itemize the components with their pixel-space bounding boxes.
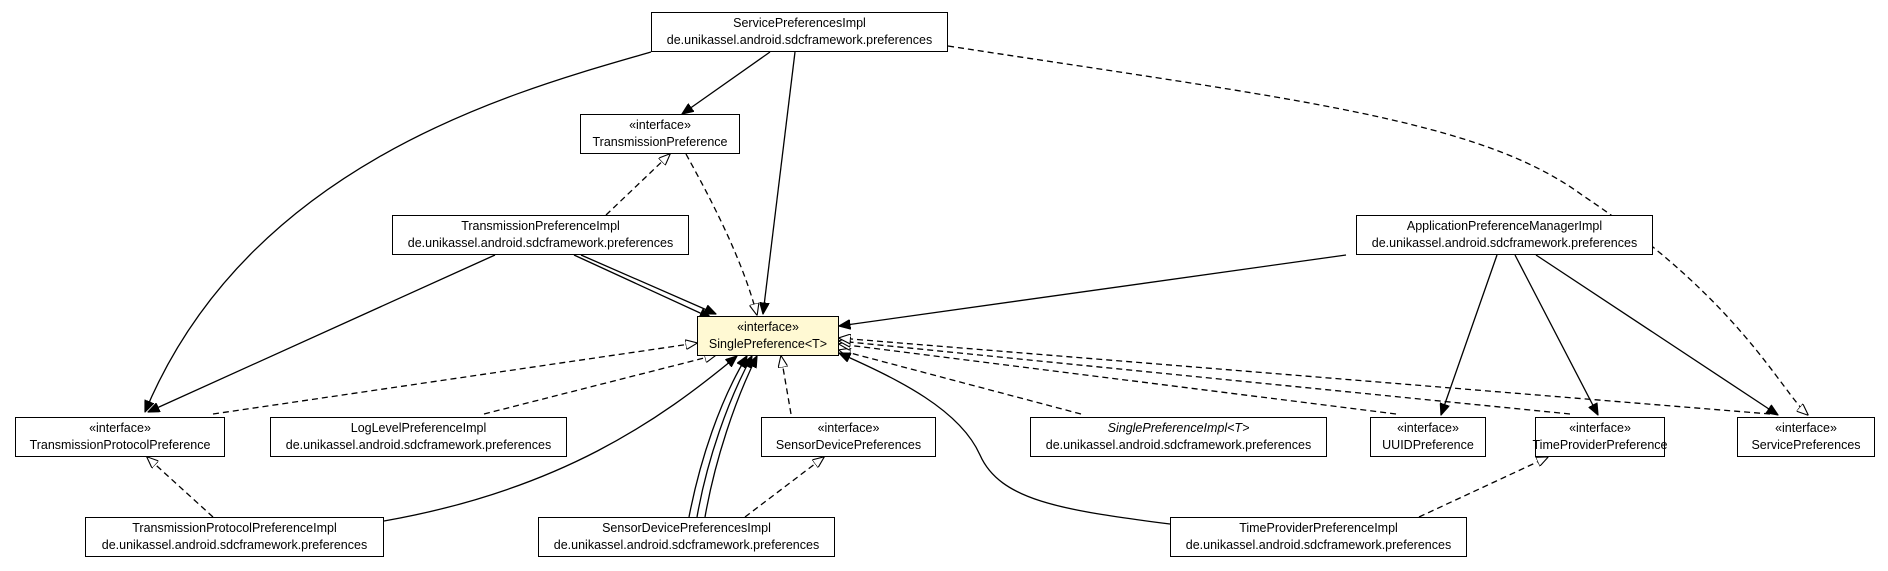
package-name: de.unikassel.android.sdcframework.prefer… <box>1185 538 1452 552</box>
class-node-applicationpreferencemanagerimpl[interactable]: ApplicationPreferenceManagerImpl de.unik… <box>1356 215 1653 255</box>
edge-sensordevicepreferencesimpl-to-singlepreference-2 <box>696 356 752 518</box>
edge-timeproviderpreference-to-singlepreference <box>839 341 1571 415</box>
interface-name: ServicePreferences <box>1751 438 1861 452</box>
edge-transmissionpreferenceimpl-to-transmissionpreference <box>605 154 670 216</box>
class-name: TimeProviderPreferenceImpl <box>1239 521 1398 535</box>
edge-timeproviderpreferenceimpl-to-timeproviderpreference <box>1418 457 1548 518</box>
class-node-singlepreferenceimpl[interactable]: SinglePreferenceImpl<T> de.unikassel.and… <box>1030 417 1327 457</box>
package-name: de.unikassel.android.sdcframework.prefer… <box>285 438 552 452</box>
class-name: TransmissionPreferenceImpl <box>461 219 620 233</box>
interface-node-timeproviderpreference[interactable]: «interface» TimeProviderPreference <box>1532 417 1668 457</box>
edge-servicepreferencesimpl-to-singlepreference <box>763 51 796 314</box>
package-name: de.unikassel.android.sdcframework.prefer… <box>1371 236 1638 250</box>
interface-node-transmissionprotocolpreference[interactable]: «interface» TransmissionProtocolPreferen… <box>15 417 225 457</box>
interface-name: SensorDevicePreferences <box>775 438 922 452</box>
package-name: de.unikassel.android.sdcframework.prefer… <box>101 538 368 552</box>
package-name: de.unikassel.android.sdcframework.prefer… <box>666 33 933 47</box>
edge-transmissionprotocolpreference-to-singlepreference <box>212 343 697 415</box>
interface-node-singlepreference[interactable]: «interface» SinglePreference<T> <box>697 316 839 356</box>
stereotype-label: «interface» <box>737 320 799 334</box>
interface-name: SinglePreference<T> <box>708 337 828 351</box>
edge-servicepreferences-to-singlepreference <box>839 338 1771 415</box>
interface-node-servicepreferences[interactable]: «interface» ServicePreferences <box>1737 417 1875 457</box>
edge-uuidpreference-to-singlepreference <box>839 344 1397 415</box>
class-name: ApplicationPreferenceManagerImpl <box>1406 219 1603 233</box>
package-name: de.unikassel.android.sdcframework.prefer… <box>407 236 674 250</box>
class-name: SensorDevicePreferencesImpl <box>602 521 771 535</box>
stereotype-label: «interface» <box>817 421 880 435</box>
class-name: ServicePreferencesImpl <box>733 16 866 30</box>
interface-name: TransmissionProtocolPreference <box>29 438 211 452</box>
edge-sensordevicepreferencesimpl-to-singlepreference-3 <box>704 356 757 518</box>
stereotype-label: «interface» <box>629 118 691 132</box>
edge-sensordevicepreferences-to-singlepreference <box>781 356 792 415</box>
edge-transmissionpreferenceimpl-to-singlepreference-1 <box>580 254 716 314</box>
edge-applicationpreferencemanagerimpl-to-timeproviderpreference <box>1514 254 1598 415</box>
edge-timeproviderpreferenceimpl-to-singlepreference <box>839 353 1171 525</box>
stereotype-label: «interface» <box>89 421 151 435</box>
edge-applicationpreferencemanagerimpl-to-singlepreference <box>839 254 1347 326</box>
interface-node-sensordevicepreferences[interactable]: «interface» SensorDevicePreferences <box>761 417 936 457</box>
edge-transmissionprotocolpreferenceimpl-to-singlepreference <box>383 356 737 522</box>
edge-singlepreferenceimpl-to-singlepreference <box>839 350 1082 415</box>
class-node-timeproviderpreferenceimpl[interactable]: TimeProviderPreferenceImpl de.unikassel.… <box>1170 517 1467 557</box>
interface-name: UUIDPreference <box>1382 438 1474 452</box>
edge-sensordevicepreferencesimpl-to-singlepreference-1 <box>688 356 747 518</box>
class-name: SinglePreferenceImpl<T> <box>1107 421 1250 435</box>
edge-applicationpreferencemanagerimpl-to-servicepreferences <box>1535 254 1778 415</box>
interface-name: TransmissionPreference <box>592 135 728 149</box>
interface-name: TimeProviderPreference <box>1532 438 1668 452</box>
stereotype-label: «interface» <box>1569 421 1631 435</box>
edge-transmissionpreference-to-singlepreference <box>685 153 757 315</box>
edge-servicepreferencesimpl-to-transmissionpreference <box>682 51 771 114</box>
edge-transmissionpreferenceimpl-to-transmissionprotocolpreference <box>148 254 496 412</box>
edge-transmissionpreferenceimpl-to-singlepreference-2 <box>573 254 711 318</box>
stereotype-label: «interface» <box>1775 421 1837 435</box>
class-node-loglevelpreferenceimpl[interactable]: LogLevelPreferenceImpl de.unikassel.andr… <box>270 417 567 457</box>
interface-node-transmissionpreference[interactable]: «interface» TransmissionPreference <box>580 114 740 154</box>
package-name: de.unikassel.android.sdcframework.prefer… <box>553 538 820 552</box>
class-name: TransmissionProtocolPreferenceImpl <box>132 521 337 535</box>
class-node-transmissionpreferenceimpl[interactable]: TransmissionPreferenceImpl de.unikassel.… <box>392 215 689 255</box>
edge-sensordevicepreferencesimpl-to-sensordevicepreferences <box>744 457 824 518</box>
edge-transmissionprotocolpreferenceimpl-to-transmissionprotocolpreference <box>147 457 214 518</box>
package-name: de.unikassel.android.sdcframework.prefer… <box>1045 438 1312 452</box>
edge-servicepreferencesimpl-to-transmissionprotocolpreference <box>144 51 652 412</box>
class-node-transmissionprotocolpreferenceimpl[interactable]: TransmissionProtocolPreferenceImpl de.un… <box>85 517 384 557</box>
stereotype-label: «interface» <box>1397 421 1459 435</box>
class-node-sensordevicepreferencesimpl[interactable]: SensorDevicePreferencesImpl de.unikassel… <box>538 517 835 557</box>
class-node-servicepreferencesimpl[interactable]: ServicePreferencesImpl de.unikassel.andr… <box>651 12 948 52</box>
class-name: LogLevelPreferenceImpl <box>350 421 487 435</box>
edge-loglevelpreferenceimpl-to-singlepreference <box>483 355 716 415</box>
interface-node-uuidpreference[interactable]: «interface» UUIDPreference <box>1370 417 1486 457</box>
edge-servicepreferencesimpl-to-servicepreferences <box>947 45 1808 415</box>
